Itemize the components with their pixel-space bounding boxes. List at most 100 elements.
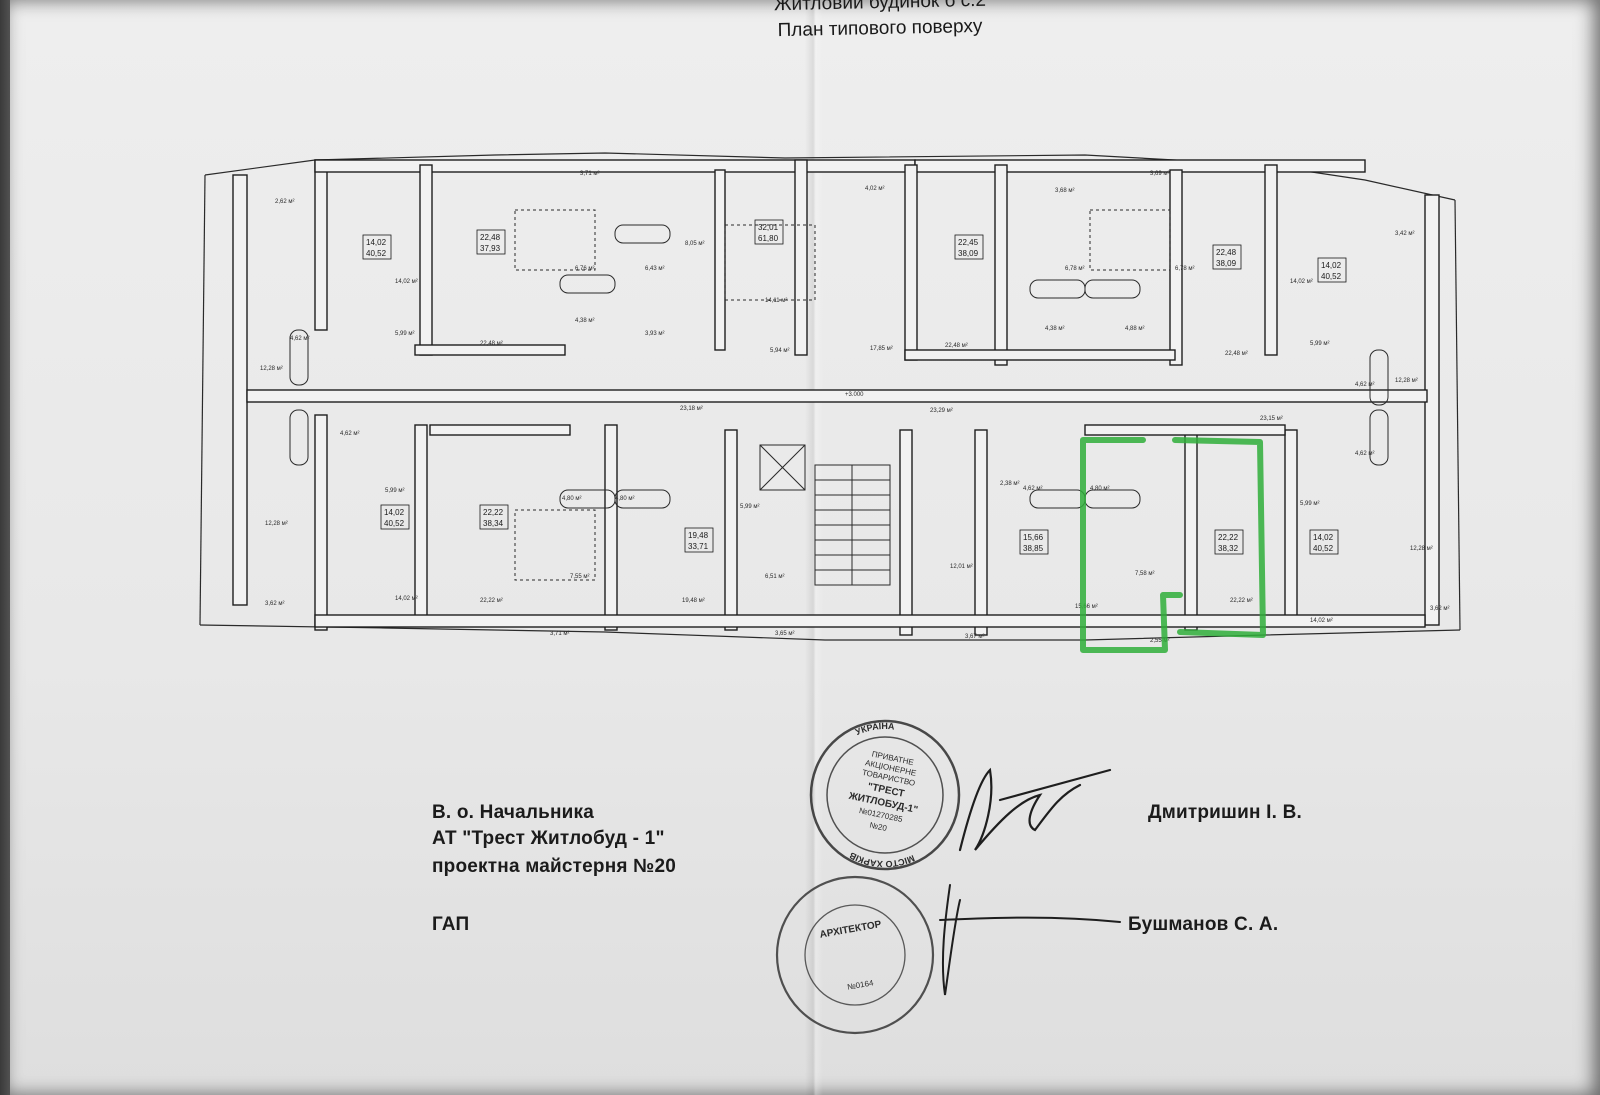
- svg-text:22,22 м²: 22,22 м²: [1230, 598, 1253, 604]
- svg-text:3,42 м²: 3,42 м²: [1395, 231, 1414, 237]
- svg-text:3,62 м²: 3,62 м²: [1430, 606, 1449, 612]
- floor-plan: 2,62 м² 3,71 м² 4,02 м² 3,68 м² 3,69 м² …: [199, 152, 1461, 653]
- svg-text:3,93 м²: 3,93 м²: [645, 331, 664, 337]
- svg-text:2,55 м²: 2,55 м²: [1150, 638, 1169, 644]
- svg-text:61,80: 61,80: [758, 234, 779, 243]
- company-seal: УКРАЇНА МІСТО ХАРКІВ ПРИВАТНЕ АКЦІОНЕРНЕ…: [809, 719, 961, 871]
- plan-walls: [232, 159, 1440, 636]
- svg-text:4,62 м²: 4,62 м²: [340, 431, 359, 437]
- gap-label: ГАП: [432, 914, 470, 935]
- workshop-name: проектна майстерня №20: [432, 856, 677, 877]
- svg-text:40,52: 40,52: [1313, 544, 1334, 553]
- room-tag: 14,02 40,52: [1309, 529, 1339, 555]
- highlight-outline: [1080, 437, 1266, 653]
- svg-text:6,76 м²: 6,76 м²: [575, 266, 594, 272]
- svg-text:4,38 м²: 4,38 м²: [1045, 326, 1064, 332]
- seal-line: №20: [869, 821, 889, 834]
- svg-text:14,02: 14,02: [384, 508, 405, 517]
- architect-seal: АРХІТЕКТОР №0164: [775, 875, 935, 1035]
- svg-text:38,32: 38,32: [1218, 544, 1239, 553]
- svg-text:14,02 м²: 14,02 м²: [1310, 618, 1333, 624]
- signature-1: [958, 767, 1112, 852]
- svg-text:3,68 м²: 3,68 м²: [1055, 188, 1074, 194]
- svg-text:12,28 м²: 12,28 м²: [1395, 378, 1418, 384]
- svg-text:38,09: 38,09: [958, 249, 979, 258]
- svg-text:7,55 м²: 7,55 м²: [570, 574, 589, 580]
- svg-text:14,02: 14,02: [1321, 261, 1342, 270]
- svg-text:38,34: 38,34: [483, 519, 504, 528]
- svg-text:33,71: 33,71: [688, 542, 709, 551]
- svg-text:12,28 м²: 12,28 м²: [1410, 546, 1433, 552]
- svg-text:19,48 м²: 19,48 м²: [682, 598, 705, 604]
- svg-text:3,69 м²: 3,69 м²: [1150, 171, 1169, 177]
- svg-text:3,67 м²: 3,67 м²: [965, 634, 984, 640]
- svg-text:4,80 м²: 4,80 м²: [562, 496, 581, 502]
- svg-text:22,48 м²: 22,48 м²: [480, 341, 503, 347]
- svg-text:4,80 м²: 4,80 м²: [615, 496, 634, 502]
- svg-text:40,52: 40,52: [1321, 272, 1342, 281]
- svg-text:8,05 м²: 8,05 м²: [685, 241, 704, 247]
- svg-text:22,48 м²: 22,48 м²: [945, 343, 968, 349]
- svg-text:3,71 м²: 3,71 м²: [550, 631, 569, 637]
- svg-text:3,71 м²: 3,71 м²: [580, 171, 599, 177]
- svg-text:3,65 м²: 3,65 м²: [775, 631, 794, 637]
- signer-name-2: Бушманов С. А.: [1128, 914, 1279, 935]
- svg-text:4,62 м²: 4,62 м²: [1023, 486, 1042, 492]
- svg-text:40,52: 40,52: [366, 249, 387, 258]
- svg-text:4,80 м²: 4,80 м²: [1090, 486, 1109, 492]
- svg-text:5,99 м²: 5,99 м²: [1310, 341, 1329, 347]
- position-title: В. о. Начальника: [432, 802, 595, 823]
- svg-text:14,11 м²: 14,11 м²: [765, 298, 787, 304]
- svg-text:12,28 м²: 12,28 м²: [260, 366, 283, 372]
- svg-text:23,29 м²: 23,29 м²: [930, 408, 953, 414]
- svg-text:5,99 м²: 5,99 м²: [1300, 501, 1319, 507]
- svg-text:2,62 м²: 2,62 м²: [275, 199, 294, 205]
- room-tag: 15,66 38,85: [1019, 529, 1049, 555]
- signature-2: [939, 884, 1121, 996]
- svg-text:22,48 м²: 22,48 м²: [1225, 351, 1248, 357]
- svg-text:22,45: 22,45: [958, 238, 979, 247]
- svg-text:6,78 м²: 6,78 м²: [1065, 266, 1084, 272]
- svg-text:4,62 м²: 4,62 м²: [1355, 382, 1374, 388]
- svg-text:+3.000: +3.000: [845, 392, 864, 398]
- svg-text:12,28 м²: 12,28 м²: [265, 521, 288, 527]
- svg-text:15,66: 15,66: [1023, 533, 1044, 542]
- svg-text:2,38 м²: 2,38 м²: [1000, 481, 1019, 487]
- svg-text:22,48: 22,48: [1216, 248, 1237, 257]
- svg-text:14,02: 14,02: [1313, 533, 1334, 542]
- svg-text:5,99 м²: 5,99 м²: [395, 331, 414, 337]
- room-tag: 19,48 33,71: [684, 527, 714, 553]
- svg-text:19,48: 19,48: [688, 531, 709, 540]
- plan-area-labels: 2,62 м² 3,71 м² 4,02 м² 3,68 м² 3,69 м² …: [260, 171, 1449, 644]
- room-tag: 14,02 40,52: [362, 234, 392, 260]
- svg-text:22,22: 22,22: [483, 508, 504, 517]
- svg-text:15,66 м²: 15,66 м²: [1075, 604, 1098, 610]
- svg-text:4,62 м²: 4,62 м²: [290, 336, 309, 342]
- seal-ring-top: УКРАЇНА: [854, 721, 896, 737]
- svg-text:6,43 м²: 6,43 м²: [645, 266, 664, 272]
- svg-text:7,58 м²: 7,58 м²: [1135, 571, 1154, 577]
- svg-text:17,85 м²: 17,85 м²: [870, 346, 893, 352]
- architect-seal-title: АРХІТЕКТОР: [819, 919, 883, 941]
- signer-name-1: Дмитришин І. В.: [1148, 802, 1302, 823]
- svg-text:6,78 м²: 6,78 м²: [1175, 266, 1194, 272]
- room-tag: 22,22 38,34: [479, 504, 509, 530]
- architect-seal-number: №0164: [847, 978, 875, 992]
- svg-text:12,01 м²: 12,01 м²: [950, 564, 973, 570]
- room-tag: 32,01 61,80: [754, 219, 784, 245]
- svg-text:3,62 м²: 3,62 м²: [265, 601, 284, 607]
- svg-text:14,02 м²: 14,02 м²: [395, 279, 418, 285]
- svg-text:4,02 м²: 4,02 м²: [865, 186, 884, 192]
- svg-text:14,02: 14,02: [366, 238, 387, 247]
- svg-text:4,38 м²: 4,38 м²: [575, 318, 594, 324]
- svg-text:23,15 м²: 23,15 м²: [1260, 416, 1283, 422]
- svg-text:38,85: 38,85: [1023, 544, 1044, 553]
- svg-text:32,01: 32,01: [758, 223, 779, 232]
- svg-text:5,94 м²: 5,94 м²: [770, 348, 789, 354]
- svg-text:4,62 м²: 4,62 м²: [1355, 451, 1374, 457]
- svg-text:23,18 м²: 23,18 м²: [680, 406, 703, 412]
